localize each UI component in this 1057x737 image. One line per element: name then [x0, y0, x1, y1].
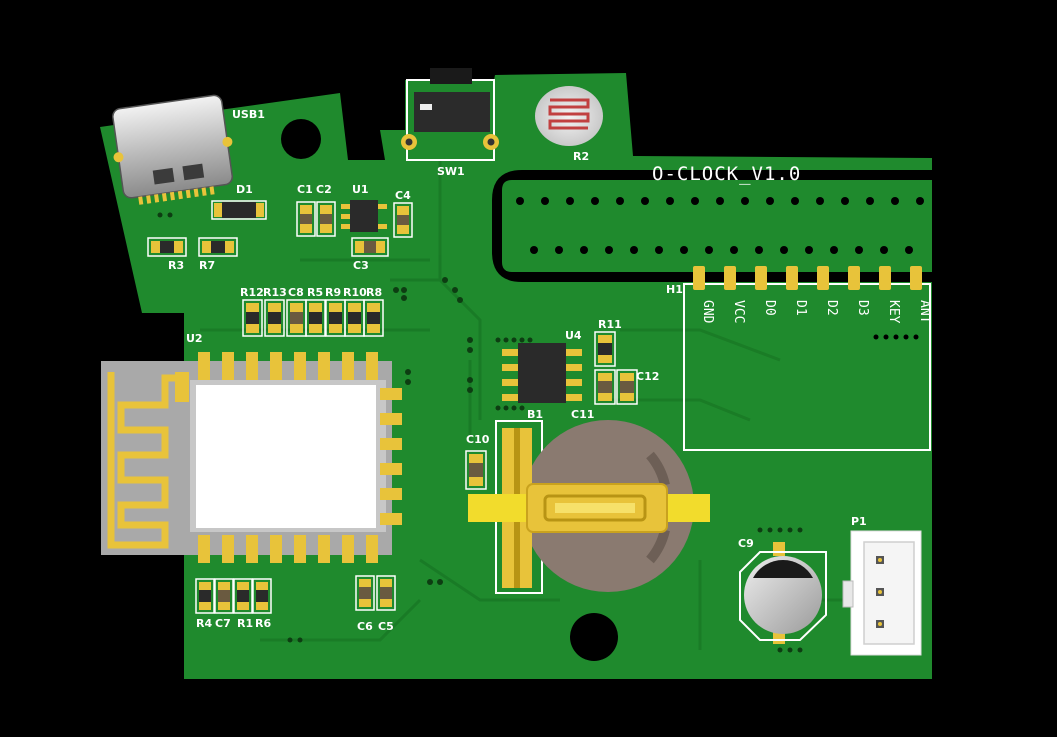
label-r5: R5 — [307, 286, 323, 299]
mounting-hole — [570, 613, 618, 661]
header-label: H1 — [666, 283, 683, 296]
label-r4: R4 — [196, 617, 212, 630]
label-p1: P1 — [851, 515, 867, 528]
label-usb1: USB1 — [232, 108, 265, 121]
ic-u1: U1 — [341, 183, 387, 232]
resistor-r3: R3 — [147, 237, 187, 272]
capacitor-c2: C2 — [316, 183, 336, 237]
ic-u4: U4 — [502, 329, 582, 403]
header-pin-label: VCC — [731, 300, 746, 323]
capacitor-c11: C11 — [571, 369, 616, 421]
header-h1: H1 GND VCC D0 D1 D2 D3 KEY ANT — [666, 266, 932, 451]
label-d1: D1 — [236, 183, 253, 196]
diode-d1: D1 — [211, 183, 267, 220]
label-c12: C12 — [636, 370, 659, 383]
label-r7: R7 — [199, 259, 215, 272]
usb-c-connector: USB1 — [112, 94, 265, 205]
label-u4: U4 — [565, 329, 582, 342]
label-c6: C6 — [357, 620, 373, 633]
label-c3: C3 — [353, 259, 369, 272]
capacitor-pair-c6-c5: C6 C5 — [355, 575, 396, 633]
board-title: O-CLOCK_V1.0 — [652, 163, 801, 185]
label-r11: R11 — [598, 318, 622, 331]
label-c9: C9 — [738, 537, 754, 550]
label-r9: R9 — [325, 286, 341, 299]
photoresistor-r2: R2 — [535, 86, 603, 163]
header-pin-label: ANT — [917, 300, 932, 324]
label-c8: C8 — [288, 286, 304, 299]
header-pin-label: GND — [700, 300, 715, 324]
header-pin-label: D3 — [855, 300, 870, 316]
capacitor-c10: C10 — [465, 433, 490, 490]
label-u2: U2 — [186, 332, 203, 345]
label-r6: R6 — [255, 617, 271, 630]
battery-holder-b1: B1 — [468, 408, 710, 594]
capacitor-c1: C1 — [296, 183, 316, 237]
header-slot — [492, 170, 932, 282]
resistor-group-bottom: R4 C7 R1 R6 — [195, 578, 272, 630]
resistor-row: R12 R13 C8 R5 R9 R10 R8 — [240, 286, 384, 337]
label-c11: C11 — [571, 408, 594, 421]
label-r13: R13 — [263, 286, 287, 299]
capacitor-c9: C9 — [738, 537, 827, 644]
label-r12: R12 — [240, 286, 264, 299]
label-c10: C10 — [466, 433, 490, 446]
header-pin-holes — [516, 197, 924, 254]
capacitor-c12: C12 — [616, 369, 659, 405]
header-pin-label: D0 — [762, 300, 777, 316]
label-r3: R3 — [168, 259, 184, 272]
header-pin-label: D2 — [824, 300, 839, 316]
label-sw1: SW1 — [437, 165, 465, 178]
label-r2: R2 — [573, 150, 589, 163]
label-r10: R10 — [343, 286, 367, 299]
resistor-r7: R7 — [198, 237, 238, 272]
resistor-r11: R11 — [594, 318, 622, 367]
label-c1: C1 — [297, 183, 313, 196]
label-b1: B1 — [527, 408, 543, 421]
wifi-module-u2: U2 — [101, 332, 402, 563]
label-c7: C7 — [215, 617, 231, 630]
label-c2: C2 — [316, 183, 332, 196]
label-c4: C4 — [395, 189, 411, 202]
label-r8: R8 — [366, 286, 382, 299]
mounting-hole — [281, 119, 321, 159]
label-r1: R1 — [237, 617, 253, 630]
label-c5: C5 — [378, 620, 394, 633]
label-u1: U1 — [352, 183, 369, 196]
header-pin-label: D1 — [793, 300, 808, 316]
capacitor-c4: C4 — [393, 189, 413, 238]
vias — [157, 212, 803, 653]
connector-p1: P1 — [842, 515, 922, 656]
header-pin-label: KEY — [886, 300, 901, 324]
switch-sw1: SW1 — [401, 68, 499, 178]
capacitor-c3: C3 — [351, 237, 389, 272]
